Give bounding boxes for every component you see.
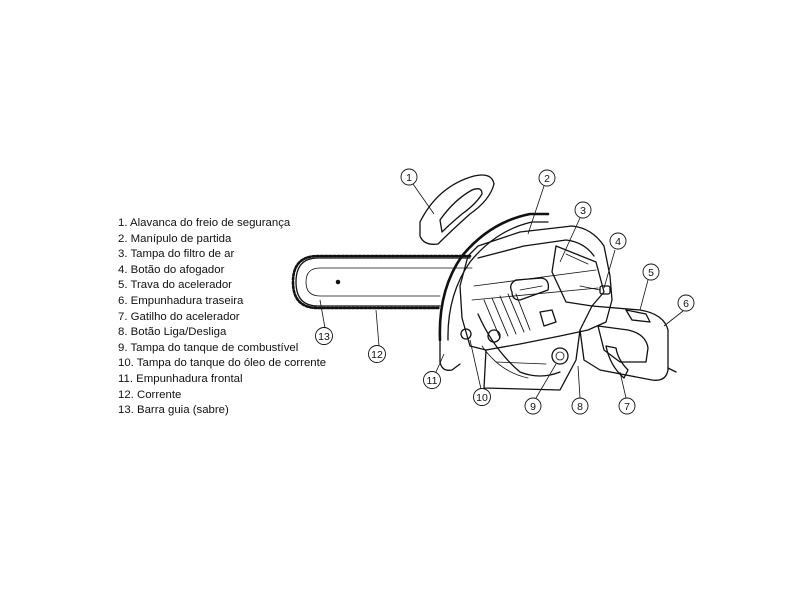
- part-label: 11. Empunhadura frontal: [118, 372, 243, 385]
- choke-knob: [599, 285, 611, 295]
- chain: [291, 254, 472, 310]
- callout-9: 9: [524, 397, 542, 415]
- svg-text:6: 6: [683, 298, 689, 310]
- svg-text:11: 11: [427, 375, 438, 387]
- callout-10: 10: [473, 388, 491, 406]
- svg-text:1: 1: [406, 172, 412, 184]
- part-label: 6. Empunhadura traseira: [118, 294, 244, 307]
- callout-1: 1: [400, 168, 418, 186]
- part-label: 1. Alavanca do freio de segurança: [118, 217, 291, 229]
- part-label: 13. Barra guia (sabre): [118, 404, 229, 417]
- callout-13: 13: [315, 327, 333, 345]
- svg-text:10: 10: [476, 392, 488, 404]
- throttle-trigger: [605, 345, 629, 379]
- part-label: 9. Tampa do tanque de combustível: [118, 341, 299, 354]
- oil-cap: [460, 328, 472, 340]
- svg-text:4: 4: [615, 236, 621, 248]
- svg-text:2: 2: [544, 173, 550, 185]
- air-filter-cover: [551, 245, 605, 307]
- part-label: 12. Corrente: [118, 388, 182, 401]
- svg-text:3: 3: [580, 205, 586, 217]
- callout-4: 4: [609, 232, 627, 250]
- guide-bar: [295, 257, 473, 307]
- svg-text:7: 7: [624, 401, 630, 413]
- parts-list: 1. Alavanca do freio de segurança 2. Man…: [118, 216, 326, 419]
- throttle-lock: [625, 309, 651, 323]
- part-label: 4. Botão do afogador: [118, 263, 225, 276]
- front-handle: [438, 212, 550, 371]
- callout-11: 11: [423, 371, 441, 389]
- svg-text:9: 9: [530, 401, 536, 413]
- part-label: 3. Tampa do filtro de ar: [118, 248, 235, 261]
- brake-lever: [419, 174, 495, 245]
- part-label: 7. Gatilho do acelerador: [118, 310, 240, 323]
- fuel-cap: [551, 347, 569, 365]
- part-label: 5. Trava do acelerador: [118, 279, 232, 292]
- part-label: 10. Tampa do tanque do óleo de corrente: [118, 357, 327, 370]
- on-off-switch: [539, 309, 557, 327]
- rear-handle: [579, 305, 677, 381]
- callout-2: 2: [538, 169, 556, 187]
- part-label: 8. Botão Liga/Desliga: [118, 326, 227, 339]
- callout-6: 6: [677, 294, 695, 312]
- svg-text:12: 12: [371, 349, 383, 361]
- callout-5: 5: [642, 263, 660, 281]
- starter-handle: [510, 277, 550, 301]
- engine-housing: [459, 225, 613, 391]
- callout-7: 7: [618, 397, 636, 415]
- svg-text:13: 13: [318, 331, 330, 343]
- part-label: 2. Manípulo de partida: [118, 232, 232, 245]
- callout-12: 12: [368, 345, 386, 363]
- svg-text:5: 5: [648, 267, 654, 279]
- callout-3: 3: [574, 201, 592, 219]
- callout-8: 8: [571, 397, 589, 415]
- svg-text:8: 8: [577, 401, 583, 413]
